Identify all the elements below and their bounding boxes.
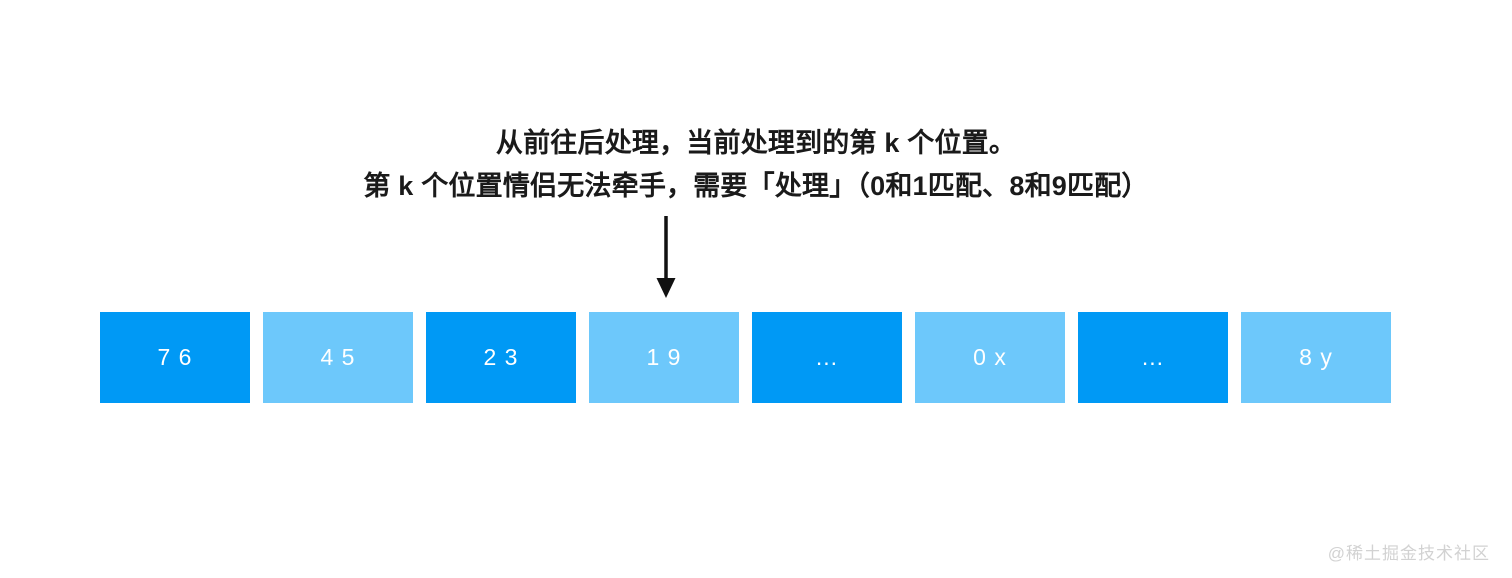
caption-line-2: 第 k 个位置情侣无法牵手，需要「处理」（0和1匹配、8和9匹配） xyxy=(363,171,1149,201)
array-row: 7 6 4 5 2 3 1 9 ... 0 x ... 8 y xyxy=(100,312,1400,403)
array-cell-label: ... xyxy=(1141,344,1165,370)
array-cell-5[interactable]: 0 x xyxy=(915,312,1065,403)
array-cell-1[interactable]: 4 5 xyxy=(263,312,413,403)
down-arrow-icon xyxy=(646,214,686,304)
array-cell-7[interactable]: 8 y xyxy=(1241,312,1391,403)
array-cell-label: 4 5 xyxy=(320,344,356,370)
caption-block: 从前往后处理，当前处理到的第 k 个位置。 第 k 个位置情侣无法牵手，需要「处… xyxy=(0,122,1512,208)
array-cell-0[interactable]: 7 6 xyxy=(100,312,250,403)
array-cell-3[interactable]: 1 9 xyxy=(589,312,739,403)
array-cell-label: 1 9 xyxy=(646,344,682,370)
array-cell-6[interactable]: ... xyxy=(1078,312,1228,403)
caption-line-1: 从前往后处理，当前处理到的第 k 个位置。 xyxy=(495,128,1017,158)
array-cell-label: 0 x xyxy=(973,344,1007,370)
array-cell-4[interactable]: ... xyxy=(752,312,902,403)
array-cell-2[interactable]: 2 3 xyxy=(426,312,576,403)
array-cell-label: 8 y xyxy=(1299,344,1333,370)
watermark: @稀土掘金技术社区 xyxy=(1327,544,1490,563)
array-cell-label: 2 3 xyxy=(483,344,519,370)
array-cell-label: ... xyxy=(815,344,839,370)
array-cell-label: 7 6 xyxy=(157,344,193,370)
